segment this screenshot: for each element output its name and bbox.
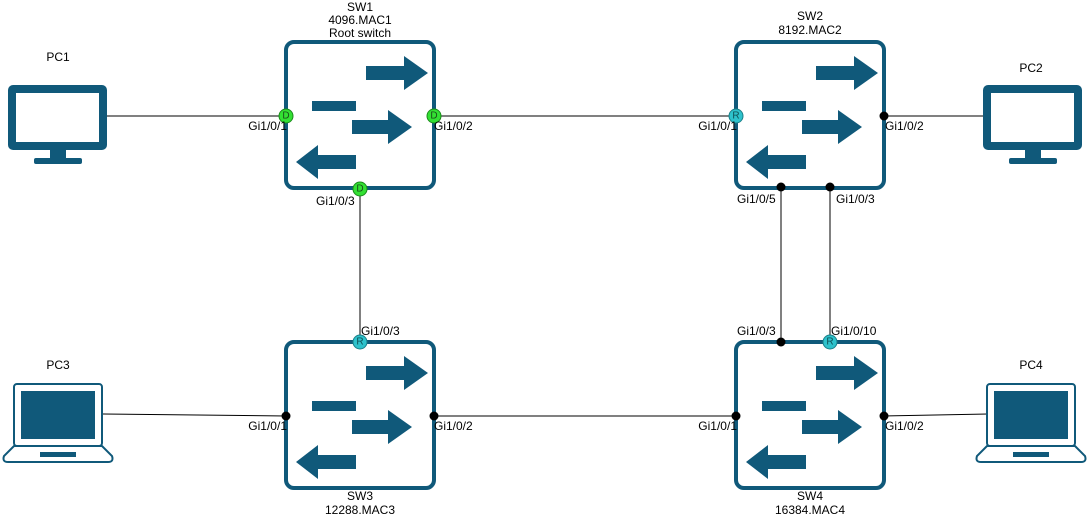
port-marker-sw1-gi103[interactable]: D bbox=[352, 181, 368, 197]
switch-note: Root switch bbox=[329, 26, 391, 40]
port-role: D bbox=[356, 184, 363, 195]
switch-name: SW2 bbox=[797, 9, 823, 23]
link-sw4-pc4 bbox=[883, 413, 989, 417]
switch-name: SW4 bbox=[797, 489, 823, 503]
port-role: D bbox=[430, 111, 437, 122]
port-label: Gi1/0/3 bbox=[737, 324, 776, 338]
port-marker-sw4-gi102[interactable] bbox=[879, 411, 889, 421]
pc-pc3[interactable] bbox=[2, 383, 114, 463]
port-marker-sw3-gi101[interactable] bbox=[281, 411, 291, 421]
switch-sw4[interactable] bbox=[734, 340, 886, 490]
port-role: D bbox=[282, 111, 289, 122]
port-label: Gi1/0/10 bbox=[831, 324, 877, 338]
port-marker-sw2-gi101[interactable]: R bbox=[728, 108, 744, 124]
port-label: Gi1/0/3 bbox=[361, 324, 400, 338]
port-marker-sw2-gi105[interactable] bbox=[776, 182, 786, 192]
port-label: Gi1/0/1 bbox=[248, 119, 287, 133]
port-label: Gi1/0/1 bbox=[698, 119, 737, 133]
port-label: Gi1/0/2 bbox=[885, 119, 924, 133]
switch-bridge-id: 12288.MAC3 bbox=[325, 503, 395, 517]
pc-name: PC1 bbox=[46, 50, 70, 64]
laptop-icon bbox=[2, 383, 114, 463]
pc-pc1[interactable] bbox=[8, 85, 107, 164]
port-marker-sw1-gi102[interactable]: D bbox=[426, 108, 442, 124]
switch-bridge-id: 16384.MAC4 bbox=[775, 503, 845, 517]
port-marker-sw4-gi101[interactable] bbox=[731, 411, 741, 421]
switch-bridge-id: 8192.MAC2 bbox=[778, 23, 842, 37]
port-label: Gi1/0/1 bbox=[248, 419, 287, 433]
port-label: Gi1/0/2 bbox=[434, 119, 473, 133]
port-role: R bbox=[356, 337, 363, 348]
switch-sw1[interactable] bbox=[284, 40, 436, 190]
pc-pc2[interactable] bbox=[983, 85, 1082, 164]
port-label: Gi1/0/3 bbox=[836, 192, 875, 206]
switch-bridge-id: 4096.MAC1 bbox=[328, 13, 392, 27]
port-label: Gi1/0/3 bbox=[316, 194, 355, 208]
port-marker-sw4-gi1010[interactable]: R bbox=[822, 334, 838, 350]
switch-name: SW1 bbox=[347, 0, 373, 14]
desktop-monitor-icon bbox=[983, 85, 1082, 164]
port-label: Gi1/0/2 bbox=[885, 419, 924, 433]
pc-name: PC3 bbox=[46, 358, 70, 372]
laptop-icon bbox=[975, 383, 1087, 463]
port-marker-sw2-gi102[interactable] bbox=[879, 111, 889, 121]
pc-name: PC2 bbox=[1019, 61, 1043, 75]
port-role: R bbox=[826, 337, 833, 348]
switch-sw3[interactable] bbox=[284, 340, 436, 490]
pc-name: PC4 bbox=[1019, 358, 1043, 372]
port-label: Gi1/0/2 bbox=[434, 419, 473, 433]
switch-name: SW3 bbox=[347, 489, 373, 503]
port-marker-sw2-gi103[interactable] bbox=[825, 182, 835, 192]
port-label: Gi1/0/1 bbox=[698, 419, 737, 433]
port-role: R bbox=[732, 111, 739, 122]
pc-pc4[interactable] bbox=[975, 383, 1087, 463]
port-marker-sw1-gi101[interactable]: D bbox=[278, 108, 294, 124]
desktop-monitor-icon bbox=[8, 85, 107, 164]
port-marker-sw4-gi103[interactable] bbox=[776, 337, 786, 347]
links bbox=[102, 115, 989, 417]
switch-sw2[interactable] bbox=[734, 40, 886, 190]
port-label: Gi1/0/5 bbox=[737, 192, 776, 206]
port-marker-sw3-gi102[interactable] bbox=[429, 411, 439, 421]
link-pc3-sw3 bbox=[102, 413, 287, 417]
port-marker-sw3-gi103[interactable]: R bbox=[352, 334, 368, 350]
